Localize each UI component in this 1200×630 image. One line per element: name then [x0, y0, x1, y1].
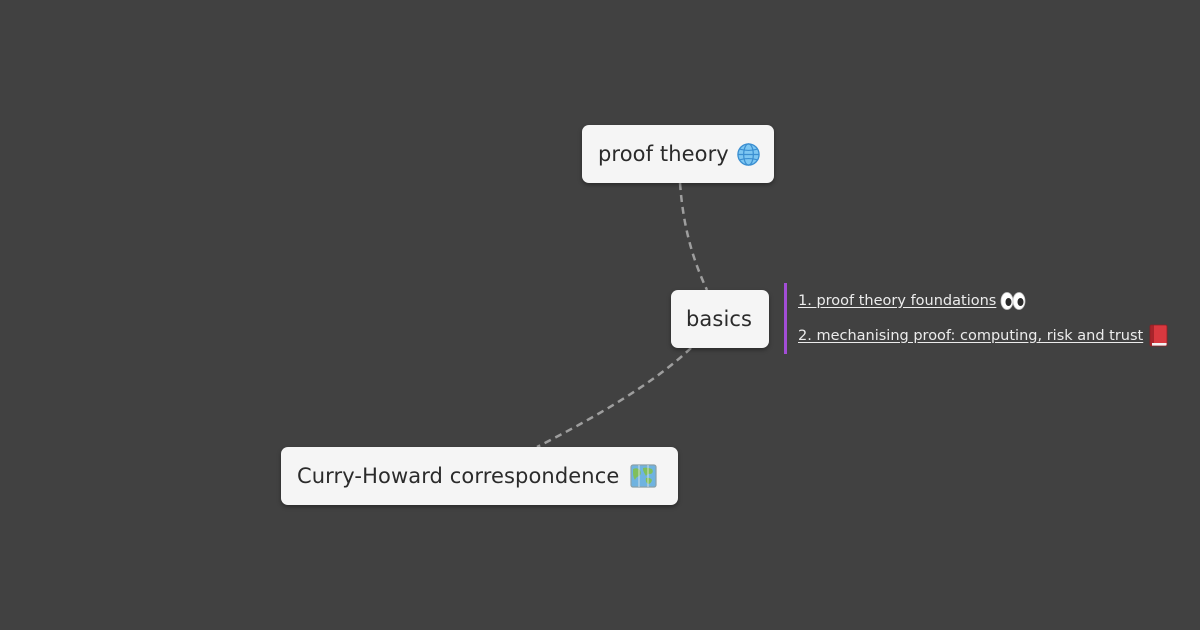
- note-link-mechanising-proof[interactable]: 2. mechanising proof: computing, risk an…: [798, 318, 1169, 353]
- note-link-label: 1. proof theory foundations: [798, 292, 997, 309]
- node-curry-howard[interactable]: Curry-Howard correspondence: [281, 447, 678, 505]
- node-proof-theory-label: proof theory: [598, 142, 729, 166]
- closed-book-icon: [1147, 324, 1169, 348]
- world-map-icon: [630, 464, 657, 488]
- note-link-label: 2. mechanising proof: computing, risk an…: [798, 327, 1144, 344]
- note-link-proof-theory-foundations[interactable]: 1. proof theory foundations: [798, 283, 1169, 318]
- node-proof-theory[interactable]: proof theory: [582, 125, 774, 183]
- connector-basics-curry-howard: [536, 347, 692, 449]
- node-basics[interactable]: basics: [671, 290, 769, 348]
- node-basics-label: basics: [686, 307, 753, 331]
- globe-icon: [736, 142, 761, 167]
- node-curry-howard-label: Curry-Howard correspondence: [297, 464, 620, 488]
- eyes-icon: [1000, 291, 1026, 311]
- notes-panel: 1. proof theory foundations 2. mechanisi…: [784, 283, 1169, 354]
- connector-proof-theory-basics: [678, 182, 709, 291]
